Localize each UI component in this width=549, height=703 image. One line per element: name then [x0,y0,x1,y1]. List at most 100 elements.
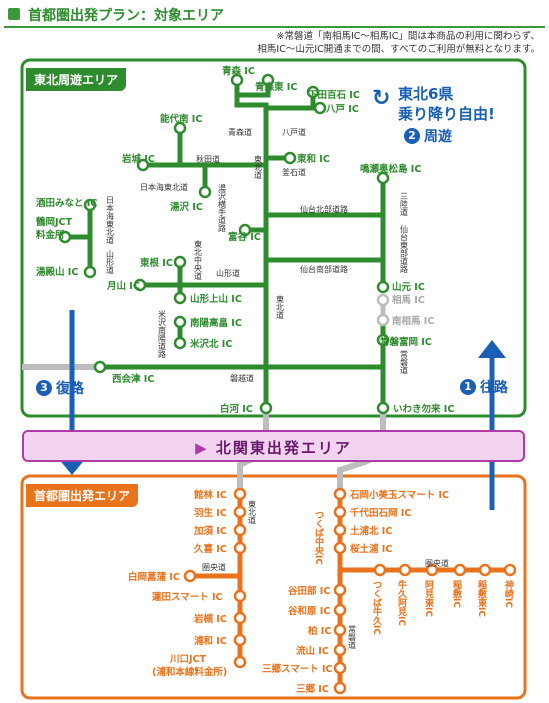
ic-label: 牛久阿見IC [396,579,408,626]
return-label: 復路 [56,381,84,397]
ic-label: 月山 IC [106,280,140,292]
header-square-icon [8,8,20,20]
road-label: 仙台北部道路 [300,204,348,214]
ic-label: つくば牛久IC [371,580,382,635]
ic-label: 川口JCT [169,654,207,665]
ic-label: いわき勿来 IC [393,403,454,415]
shutoken-road-labels: 東北道 圏央道 常磐道 圏央道 [202,499,449,650]
tohoku-area-box [20,58,527,418]
road-label: 三陸道 [400,192,409,217]
ic-label: 久喜 IC [194,543,227,555]
road-label: 常磐道 [348,625,357,650]
tohoku-roads [62,77,386,411]
return-number-badge: 3 [36,380,52,396]
header-divider [4,26,545,28]
ic-label: 鶴岡JCT [36,216,73,228]
ic-label: 料金所 [36,229,65,241]
ic-label: 羽生 IC [194,507,227,519]
gray-ic-markers [376,293,390,327]
road-label: 仙台東部道路 [400,224,409,273]
ic-label: 岩城 IC [121,153,155,165]
road-label: 仙台南部道路 [300,264,348,274]
ic-label: 浦和 IC [194,635,227,647]
ic-label: 米沢北 IC [189,338,232,350]
ic-label: 青森 IC [222,65,255,77]
road-label: 日本海東北道 [106,196,115,245]
catchcopy: 東北6県 乗り降り自由! [398,84,495,124]
loop-arrow-icon: ↻ [372,86,391,111]
ic-label: 千代田石岡 IC [350,507,411,519]
ic-label: 谷和原 IC [288,605,330,617]
shutoken-area-label: 首都圏出発エリア [26,484,139,507]
ic-label: 酒田みなと IC [36,197,97,209]
ic-label: 能代南 IC [160,113,202,125]
ic-label: 白河 IC [220,403,253,415]
loop-label: 周遊 [424,129,452,145]
ic-label: 白岡菖蒲 IC [128,571,180,583]
ic-label: 蓮田スマート IC [152,591,223,603]
ic-label: 湯沢 IC [170,201,203,213]
ic-label: 石岡小美玉スマート IC [349,489,449,501]
ic-label: (浦和本線料金所) [152,666,227,678]
ic-label: 谷田部 IC [288,585,330,597]
ic-label: 山元 IC [392,281,425,293]
ic-label: 土浦北 IC [350,525,392,537]
ic-label: 相馬 IC [392,294,425,306]
road-label: 東北道 [254,154,263,180]
road-label: 東北道 [248,499,257,525]
ic-label: 桜土浦 IC [350,543,392,555]
tohoku-area-label: 東北周遊エリア [26,68,127,91]
page-title: 首都圏出発プラン：対象エリア [28,8,224,24]
road-label: 常磐道 [400,350,409,375]
road-label: 東北中央道 [194,239,203,281]
catchcopy-line-2: 乗り降り自由! [398,105,495,123]
ic-label: 加須 IC [193,525,227,537]
road-label: 圏央道 [425,558,449,568]
ic-label: 東和 IC [296,153,330,165]
notice-line-1: ※常磐道「南相馬IC～相馬IC」間は本商品の利用に関わらず、 [276,31,540,42]
road-label: 八戸道 [282,127,306,137]
outbound-label: 往路 [480,380,508,396]
shutoken-ic-markers [183,487,517,695]
shutoken-vertical-ic-labels: つくば中央IC つくば牛久IC 牛久阿見IC 阿見東IC 稲敷IC 稲敷東IC … [313,510,514,635]
ic-label: 三郷スマート IC [262,663,333,675]
road-label: 湯沢横手道路 [218,183,227,232]
road-label: 釜石道 [282,167,306,177]
road-label: 青森道 [228,127,252,137]
ic-label: 南陽高畠 IC [190,317,242,329]
road-label: 山形道 [216,268,240,278]
shutoken-ic-labels: 館林 IC 羽生 IC 加須 IC 久喜 IC 白岡菖蒲 IC 蓮田スマート I… [128,489,449,695]
ic-label: 青森東 IC [255,81,297,93]
ic-label: 柏 IC [308,625,331,637]
ic-label: 山形上山 IC [190,293,242,305]
ic-label: 三郷 IC [296,683,329,695]
ic-label: 八戸 IC [325,104,359,115]
ic-label: 鳴瀬奥松島 IC [360,163,421,175]
road-label: 圏央道 [202,562,226,572]
notice-line-2: 相馬IC～山元IC開通までの間、すべてのご利用が無料となります。 [257,44,540,55]
road-label: 日本海東北道 [140,182,188,192]
ic-label: 常磐富岡 IC [380,336,432,348]
ic-label: 湯殿山 IC [36,266,78,278]
road-label: 東北道 [276,294,285,320]
catchcopy-line-1: 東北6県 [398,85,454,103]
kanto-area-band: ▶ 北関東出発エリア [22,430,525,462]
ic-label: 稲敷東IC [476,579,487,617]
notice-text: ※常磐道「南相馬IC～相馬IC」間は本商品の利用に関わらず、 相馬IC～山元IC… [200,30,540,56]
tohoku-vertical-road-labels: 東北道 湯沢横手道路 日本海東北道 山形道 東北中央道 三陸道 仙台東部道路 米… [106,154,409,375]
outbound-number-badge: 1 [460,379,476,395]
tohoku-ic-labels: 青森 IC 青森東 IC 下田百石 IC 八戸 IC 能代南 IC 岩城 IC … [36,65,454,415]
page-header: 首都圏出発プラン：対象エリア [2,2,547,28]
gray-ic-labels: 相馬 IC 南相馬 IC [392,294,434,327]
return-arrow-head [58,458,86,475]
tohoku-road-labels: 青森道 八戸道 秋田道 釜石道 日本海東北道 仙台北部道路 仙台南部道路 山形道… [140,127,348,383]
triangle-right-icon: ▶ [195,439,209,457]
road-label: 米沢南陽道路 [158,309,167,358]
ic-label: 岩槻 IC [193,613,227,625]
road-label: 秋田道 [196,154,220,164]
kanto-area-label: ▶ 北関東出発エリア [195,439,352,457]
road-label: 磐越道 [230,373,254,383]
ic-label: 下田百石 IC [308,90,360,101]
ic-label: 西会津 IC [112,373,154,385]
